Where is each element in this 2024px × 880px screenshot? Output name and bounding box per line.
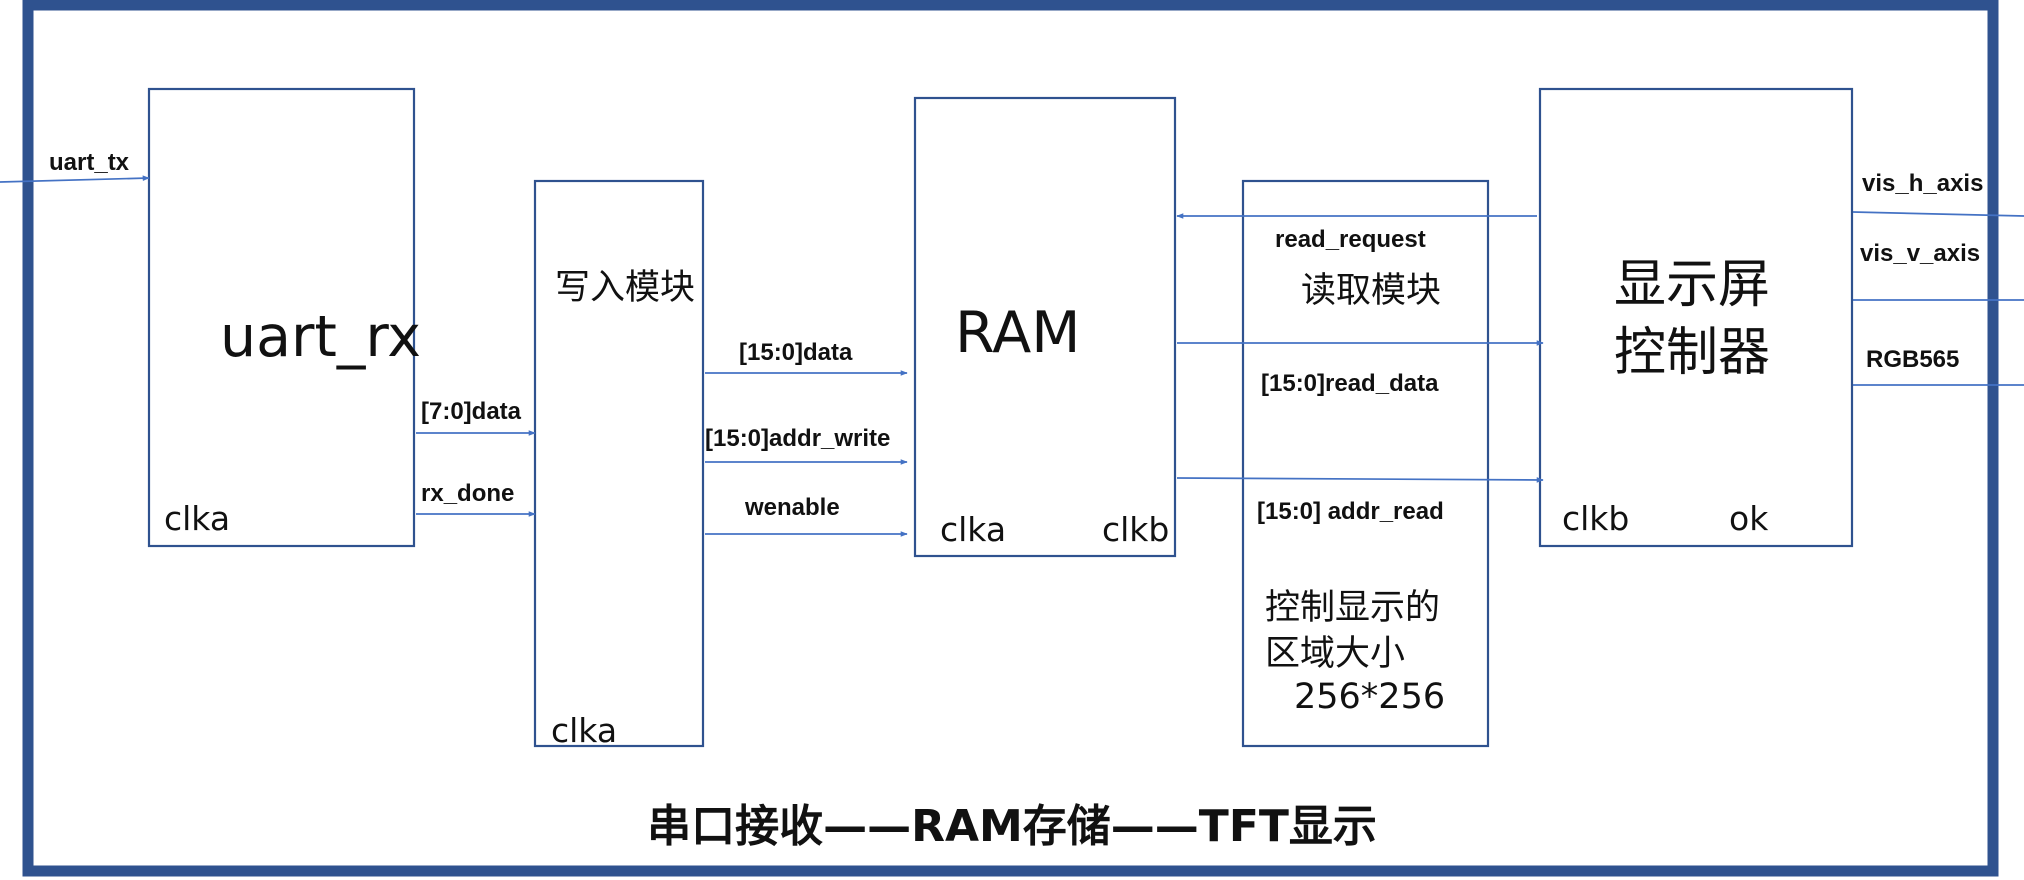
display-controller-title-line1: 显示屏 — [1614, 255, 1770, 315]
ram-block — [913, 96, 1177, 558]
rx-data-label: [7:0]data — [421, 398, 522, 425]
rgb-label: RGB565 — [1866, 346, 1959, 373]
write-module-title: 写入模块 — [555, 268, 695, 308]
uart-rx-title: uart_rx — [220, 304, 421, 370]
read-data-label: [15:0]read_data — [1261, 370, 1439, 397]
uart-tx-wire — [0, 175, 150, 183]
ram-clock-b-label: clkb — [1102, 510, 1169, 549]
uart-rx-block — [147, 87, 416, 548]
diagram-caption: 串口接收——RAM存储——TFT显示 — [647, 801, 1377, 852]
ram-data-label: [15:0]data — [739, 339, 853, 366]
rx-done-label: rx_done — [421, 480, 514, 507]
read-module-note-line1: 控制显示的 — [1265, 588, 1440, 628]
addr-read-wire — [1176, 477, 1544, 483]
write-module-clock-label: clka — [551, 711, 617, 750]
wenable-label: wenable — [744, 494, 840, 521]
uart-tx-label: uart_tx — [49, 149, 130, 176]
vis-h-axis-wire — [1852, 211, 2024, 217]
read-module-note-line2: 区域大小 — [1265, 634, 1405, 674]
ram-title: RAM — [955, 300, 1080, 366]
uart-rx-clock-label: clka — [164, 499, 230, 538]
ram-clock-a-label: clka — [940, 510, 1006, 549]
write-module-block — [533, 179, 705, 748]
addr-write-label: [15:0]addr_write — [705, 425, 890, 452]
display-controller-status-label: ok — [1729, 499, 1769, 538]
read-module-block — [1241, 179, 1490, 748]
read-request-label: read_request — [1275, 226, 1426, 253]
vis-h-axis-label: vis_h_axis — [1862, 170, 1983, 197]
read-module-title: 读取模块 — [1301, 271, 1441, 311]
display-controller-clock-label: clkb — [1562, 499, 1629, 538]
display-controller-block — [1538, 87, 1854, 548]
display-controller-title-line2: 控制器 — [1614, 323, 1770, 383]
read-module-note-line3: 256*256 — [1294, 677, 1445, 717]
addr-read-label: [15:0] addr_read — [1257, 498, 1444, 525]
vis-v-axis-label: vis_v_axis — [1860, 240, 1980, 267]
